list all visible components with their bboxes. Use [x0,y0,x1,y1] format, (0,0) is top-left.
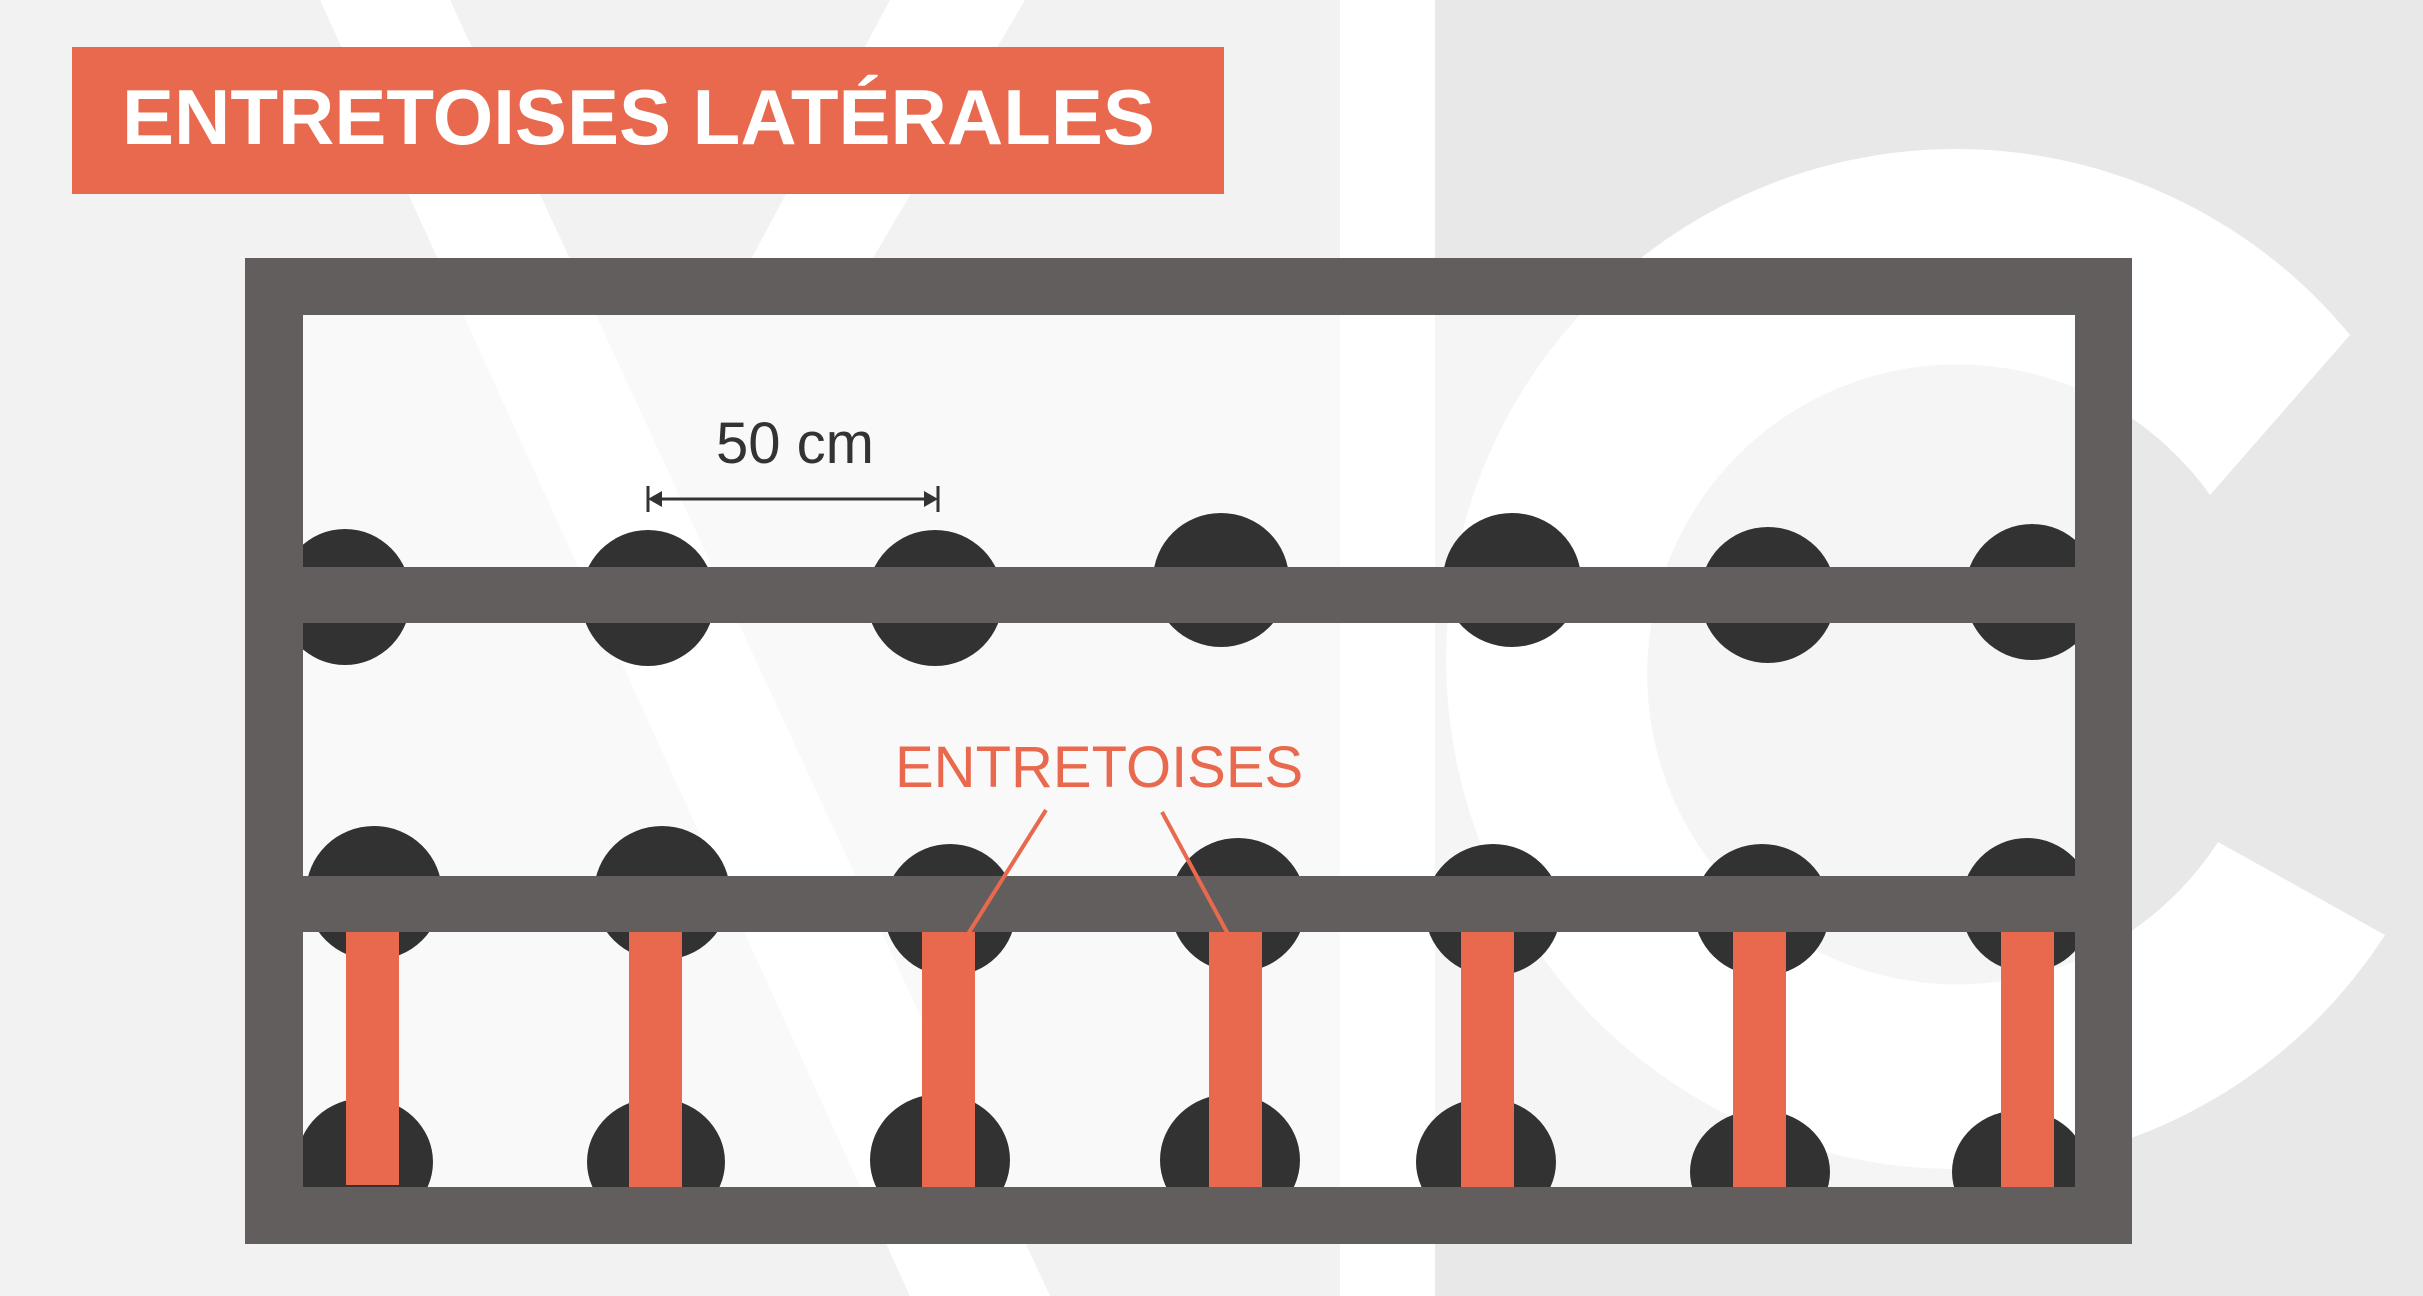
spacer-bar [2001,932,2054,1187]
title-background [72,47,1224,194]
spacers [346,932,2054,1187]
dimension-arrowhead-left [648,491,662,507]
spacer-callout: ENTRETOISES [895,735,1303,936]
frame-left-post [245,258,303,1244]
callout-label: ENTRETOISES [895,735,1303,800]
callout-leader-right [1160,811,1230,935]
spacer-bar [629,932,682,1187]
spacer-bar [346,932,399,1185]
frame-lower-rail [245,876,2132,932]
spacer-bar [922,932,975,1187]
spacer-bar [1209,932,1262,1187]
dimension-indicator: 50 cm [646,411,940,512]
frame [245,258,2132,1244]
dimension-label: 50 cm [716,411,874,476]
dimension-arrowhead-right [924,491,938,507]
spacer-bar [1733,932,1786,1187]
frame-bottom-bar [245,1187,2132,1244]
frame-top-bar [245,258,2132,315]
frame-middle-rail [245,567,2132,623]
interior-light-area [303,315,2075,1187]
spacer-bar [1461,932,1514,1187]
callout-leader-left [966,808,1048,936]
title-banner: ENTRETOISES LATÉRALES [72,47,1224,194]
frame-right-post [2075,262,2132,1244]
diagram-title: ENTRETOISES LATÉRALES [122,73,1155,161]
